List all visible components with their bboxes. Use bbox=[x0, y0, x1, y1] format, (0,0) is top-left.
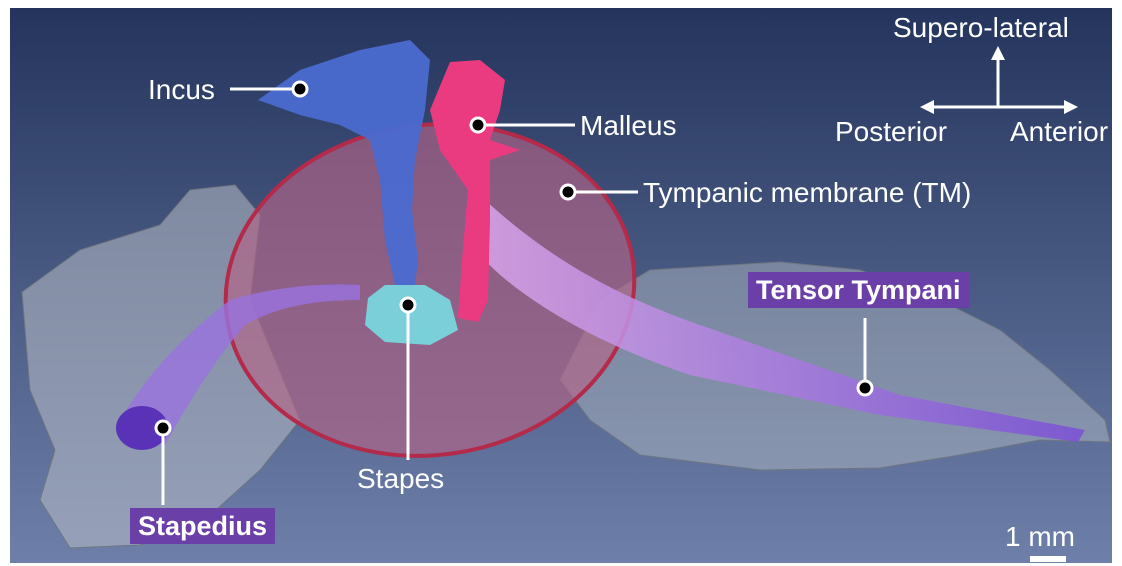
scale-bar bbox=[1030, 556, 1066, 562]
incus-marker bbox=[293, 82, 307, 96]
stapedius-label: Stapedius bbox=[130, 508, 275, 544]
malleus-marker bbox=[471, 118, 485, 132]
orientation-left-label: Posterior bbox=[835, 116, 947, 148]
scale-bar-label: 1 mm bbox=[1005, 521, 1075, 553]
orientation-right-label: Anterior bbox=[1010, 116, 1108, 148]
tm-marker bbox=[561, 185, 575, 199]
incus-label: Incus bbox=[148, 74, 215, 106]
stapes-label: Stapes bbox=[357, 463, 444, 495]
tympanic-membrane-label: Tympanic membrane (TM) bbox=[643, 177, 971, 209]
tensor-tympani-marker bbox=[858, 381, 872, 395]
tensor-tympani-label: Tensor Tympani bbox=[748, 272, 969, 308]
stapes-marker bbox=[401, 298, 415, 312]
orientation-up-label: Supero-lateral bbox=[893, 12, 1069, 44]
malleus-label: Malleus bbox=[580, 110, 676, 142]
stapedius-marker bbox=[156, 421, 170, 435]
